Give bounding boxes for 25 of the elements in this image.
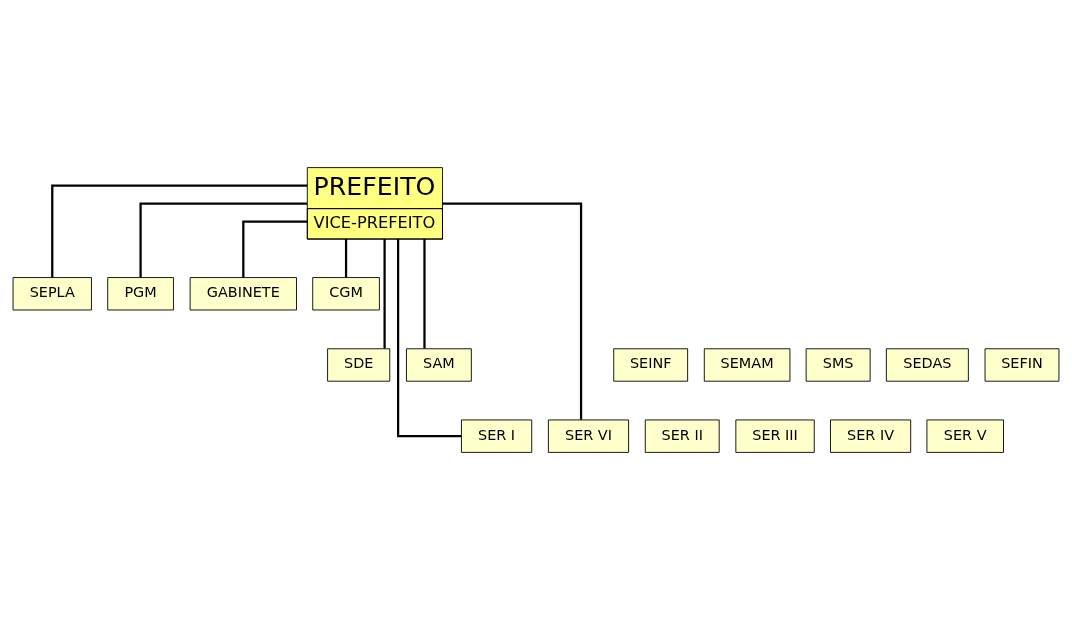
node-box: SER V — [926, 419, 1004, 453]
node-box: SER VI — [547, 419, 630, 453]
node-box: SMS — [805, 347, 871, 382]
connector — [397, 238, 462, 437]
node-box: SER IV — [830, 419, 912, 453]
node-box: CGM — [312, 276, 380, 310]
node-box: GABINETE — [189, 276, 297, 310]
node-box: SDE — [327, 347, 391, 382]
node-box: PGM — [107, 276, 174, 310]
node-box: SER II — [644, 419, 720, 453]
node-box: SER I — [460, 419, 533, 453]
connector — [139, 202, 308, 277]
node-box: SEFIN — [984, 347, 1060, 382]
connector — [383, 238, 386, 348]
connector — [51, 184, 308, 277]
connector — [344, 238, 348, 277]
node-box: SEMAM — [703, 347, 791, 382]
connector — [442, 202, 583, 420]
connector — [423, 238, 426, 348]
node-box: SER III — [735, 419, 815, 453]
connector — [242, 220, 308, 277]
node-box: SAM — [406, 347, 472, 382]
node-box: SEINF — [613, 347, 689, 382]
node-box: SEPLA — [12, 276, 92, 310]
node-box: SEDAS — [885, 347, 969, 382]
